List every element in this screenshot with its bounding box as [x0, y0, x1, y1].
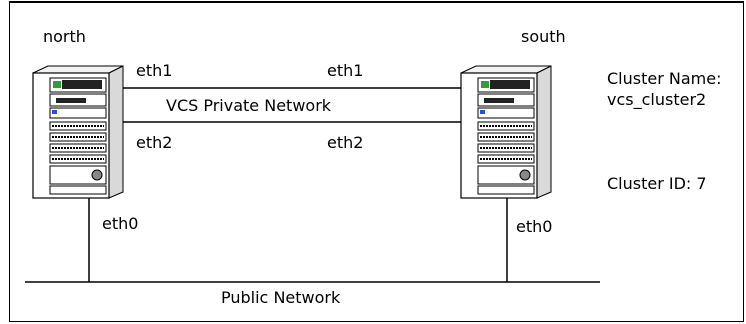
south-eth2-label: eth2 [327, 133, 364, 152]
north-server-icon [32, 65, 124, 199]
north-eth0-label: eth0 [102, 214, 139, 233]
south-eth1-label: eth1 [327, 61, 364, 80]
south-node-label: south [521, 27, 566, 46]
north-node-label: north [43, 27, 86, 46]
north-eth2-label: eth2 [136, 133, 173, 152]
north-eth1-label: eth1 [136, 61, 173, 80]
south-eth0-label: eth0 [516, 217, 553, 236]
cluster-id-label: Cluster ID: 7 [607, 174, 707, 193]
private-network-label: VCS Private Network [166, 96, 332, 115]
south-server-icon [460, 65, 552, 199]
cluster-name-value: vcs_cluster2 [607, 90, 707, 109]
public-network-label: Public Network [221, 288, 341, 307]
cluster-name-label: Cluster Name: [607, 69, 722, 88]
diagram-frame [9, 1, 744, 322]
